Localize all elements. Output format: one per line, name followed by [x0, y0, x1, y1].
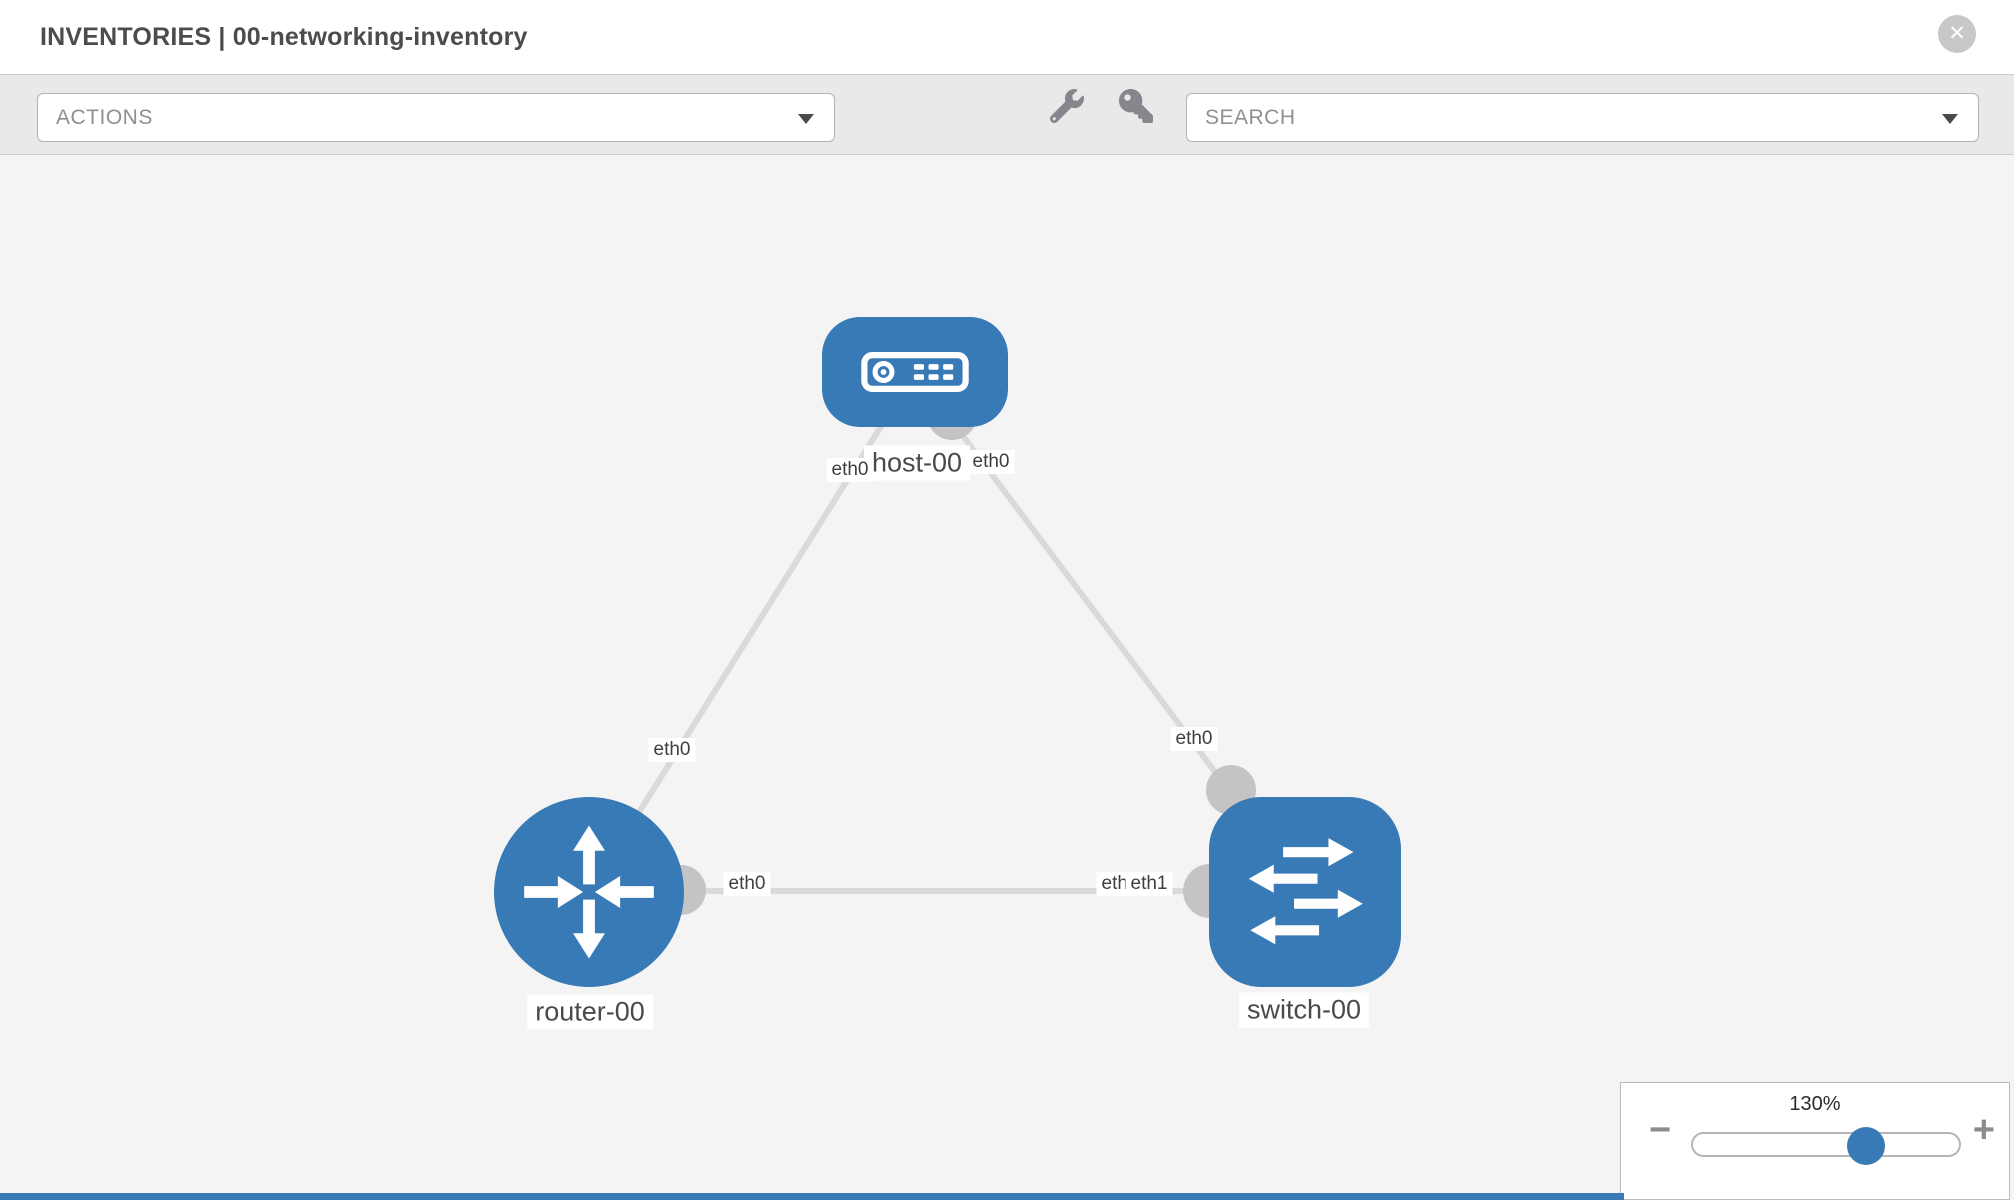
interface-label: eth0: [648, 738, 696, 762]
zoom-slider-track[interactable]: [1691, 1127, 1961, 1165]
bottom-accent-bar: [0, 1193, 1624, 1200]
wrench-icon[interactable]: [1049, 89, 1084, 124]
node-label-router: router-00: [527, 994, 653, 1030]
toolbar: ACTIONS SEARCH: [0, 74, 2014, 155]
zoom-value: 130%: [1789, 1093, 1841, 1115]
node-label-switch: switch-00: [1238, 992, 1370, 1028]
search-placeholder: SEARCH: [1205, 106, 1296, 129]
interface-label: eth0: [967, 450, 1015, 474]
zoom-panel: 130% − +: [1620, 1082, 2010, 1200]
host-icon: [861, 352, 969, 392]
page-title: INVENTORIES | 00-networking-inventory: [40, 23, 528, 51]
switch-icon: [1248, 838, 1363, 945]
zoom-out-button[interactable]: −: [1649, 1109, 1672, 1151]
topology-canvas[interactable]: host-00 router-00 switch-00 eth0 eth0 et…: [0, 155, 2014, 1200]
zoom-in-button[interactable]: +: [1972, 1109, 1995, 1151]
search-dropdown[interactable]: SEARCH: [1186, 93, 1979, 142]
actions-dropdown-label: ACTIONS: [56, 106, 153, 129]
node-switch-00[interactable]: [1209, 797, 1401, 987]
zoom-slider-knob[interactable]: [1847, 1127, 1885, 1165]
window-header: INVENTORIES | 00-networking-inventory ✕: [0, 0, 2014, 74]
chevron-down-icon: [1942, 114, 1958, 124]
interface-label: eth0: [1170, 727, 1218, 751]
edges-layer: [586, 370, 1308, 918]
node-label-host: host-00: [863, 445, 971, 481]
interface-label: eth1: [1125, 872, 1173, 896]
actions-dropdown[interactable]: ACTIONS: [37, 93, 835, 142]
interface-label: eth0: [723, 872, 771, 896]
interface-label: eth0: [826, 458, 874, 482]
close-icon[interactable]: ✕: [1938, 15, 1976, 53]
chevron-down-icon: [798, 114, 814, 124]
node-host-00[interactable]: [822, 317, 1008, 427]
key-icon[interactable]: [1119, 89, 1153, 123]
node-router-00[interactable]: [494, 797, 684, 987]
router-icon: [524, 825, 654, 959]
